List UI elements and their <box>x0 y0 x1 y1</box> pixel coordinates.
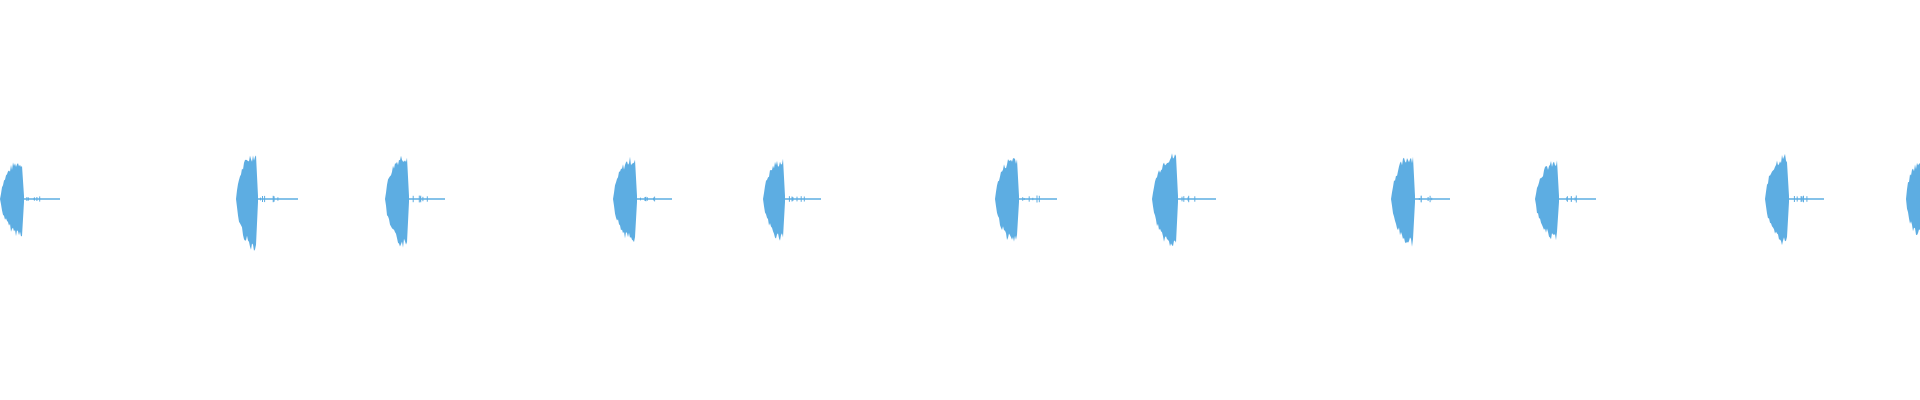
waveform-burst-body <box>236 155 258 251</box>
waveform-burst-body <box>613 156 637 243</box>
waveform-burst-body <box>1391 156 1415 247</box>
waveform-burst <box>0 162 60 237</box>
waveform-burst <box>1906 162 1920 236</box>
waveform-burst <box>1765 153 1824 246</box>
waveform-burst <box>613 156 672 243</box>
waveform-burst-body <box>1906 162 1920 236</box>
waveform-burst <box>763 158 821 241</box>
waveform-burst-body <box>1765 153 1789 246</box>
waveform-burst-body <box>1535 160 1559 241</box>
waveform-burst <box>1535 160 1596 241</box>
waveform-burst <box>385 155 445 248</box>
waveform-burst-body <box>385 155 409 248</box>
waveform-burst <box>236 155 298 251</box>
waveform-burst-body <box>1152 153 1178 247</box>
waveform-burst <box>995 158 1057 242</box>
waveform-burst-body <box>0 162 24 237</box>
waveform-burst <box>1152 153 1216 247</box>
waveform-burst <box>1391 156 1450 247</box>
waveform-bursts <box>0 153 1920 251</box>
waveform-burst-body <box>763 158 785 241</box>
waveform-burst-body <box>995 158 1019 242</box>
